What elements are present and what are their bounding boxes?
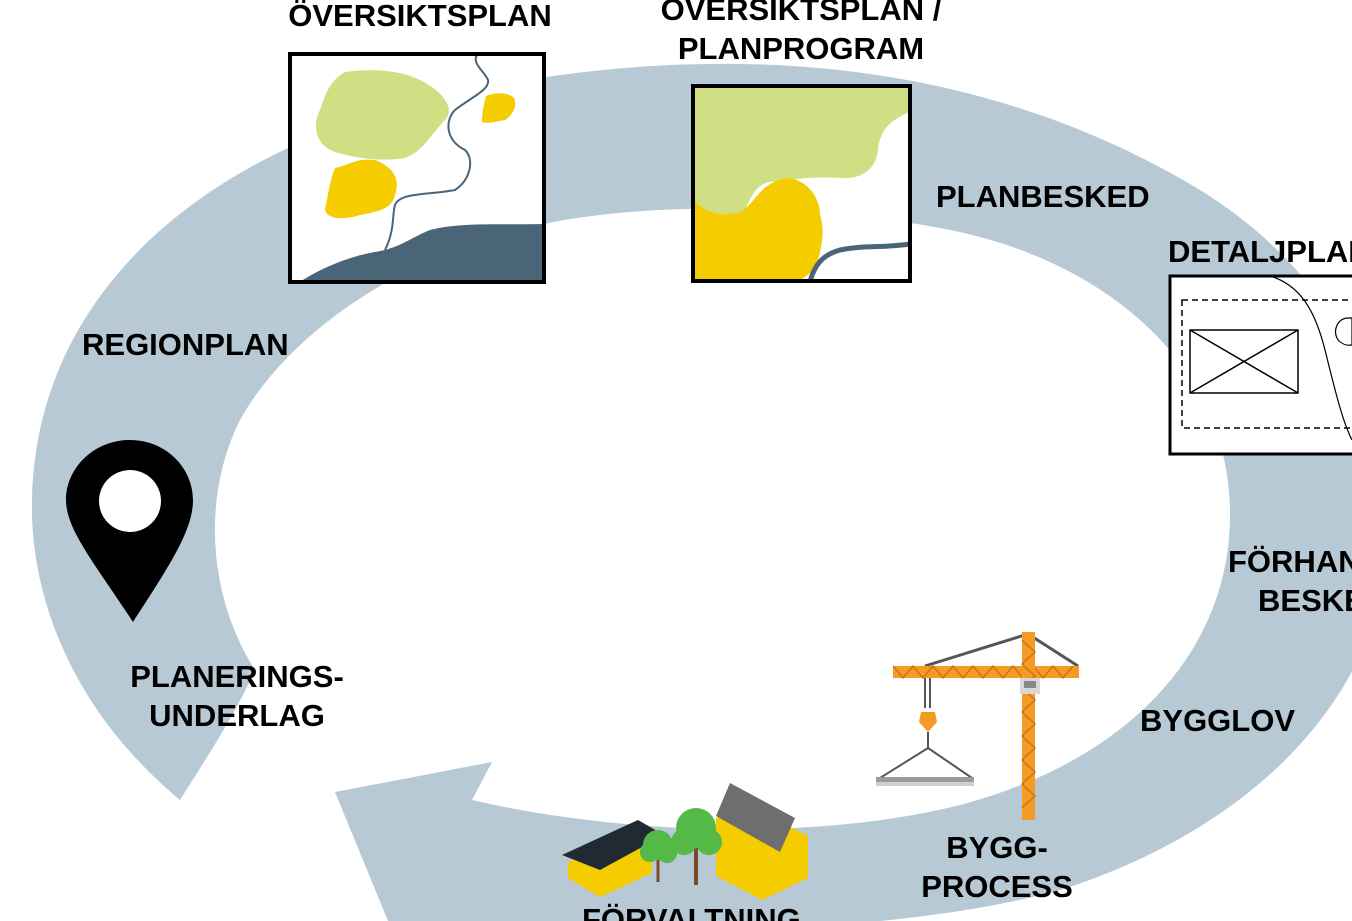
- label-forhandsbesked: FÖRHANDS- BESKED: [1228, 542, 1352, 620]
- label-planbesked: PLANBESKED: [936, 179, 1150, 214]
- label-forvaltning: FÖRVALTNING: [582, 902, 801, 921]
- label-planeringsunderlag: PLANERINGS- UNDERLAG: [110, 657, 364, 735]
- label-oversiktsplan-planprogram-line1: ÖVERSIKTSPLAN /: [660, 0, 942, 27]
- detailed-plan-icon: [1168, 274, 1352, 456]
- label-regionplan: REGIONPLAN: [82, 327, 289, 362]
- label-byggprocess: BYGG- PROCESS: [897, 828, 1097, 906]
- label-forhandsbesked-line1: FÖRHANDS-: [1228, 544, 1352, 579]
- label-byggprocess-line1: BYGG-: [946, 830, 1048, 865]
- label-planeringsunderlag-line1: PLANERINGS-: [130, 659, 344, 694]
- label-byggprocess-line2: PROCESS: [921, 869, 1073, 904]
- label-bygglov: BYGGLOV: [1140, 703, 1296, 738]
- map-pin-icon: [66, 440, 193, 622]
- label-oversiktsplan: ÖVERSIKTSPLAN: [288, 0, 552, 33]
- houses-and-trees-icon: [562, 783, 808, 900]
- label-forhandsbesked-line2: BESKED: [1258, 583, 1352, 618]
- planprogram-map-icon: [691, 84, 912, 283]
- overview-map-icon: [288, 52, 546, 284]
- label-detaljplan: DETALJPLAN: [1168, 234, 1352, 269]
- tower-crane-icon: [876, 632, 1079, 820]
- label-planeringsunderlag-line2: UNDERLAG: [149, 698, 325, 733]
- label-oversiktsplan-planprogram: ÖVERSIKTSPLAN / PLANPROGRAM: [620, 0, 982, 68]
- label-oversiktsplan-planprogram-line2: PLANPROGRAM: [677, 31, 925, 66]
